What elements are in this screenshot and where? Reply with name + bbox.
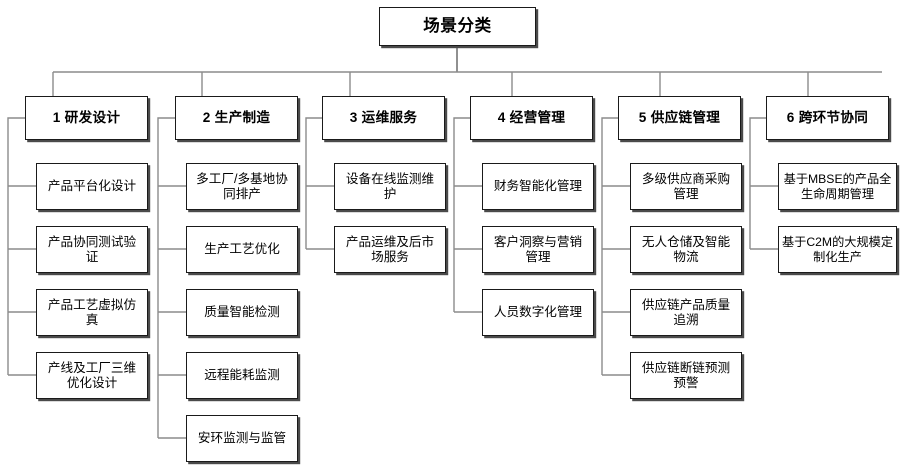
leaf-node-6-2-label: 基于C2M的大规模定制化生产 [781,235,894,264]
column-header-1[interactable]: 1 研发设计 [25,96,148,140]
root-node[interactable]: 场景分类 [379,7,536,46]
leaf-node-1-3-label: 产品工艺虚拟仿真 [47,297,137,327]
leaf-node-4-1[interactable]: 财务智能化管理 [482,163,594,210]
spine-col-2 [157,117,175,438]
leaf-node-4-3-label: 人员数字化管理 [493,305,583,320]
leaf-node-1-1-label: 产品平台化设计 [47,179,137,194]
leaf-node-2-3[interactable]: 质量智能检测 [186,289,298,336]
leaf-node-2-1[interactable]: 多工厂/多基地协同排产 [186,163,298,210]
spine-col-3 [305,117,322,249]
leaf-node-3-1[interactable]: 设备在线监测维护 [334,163,446,210]
leaf-node-1-4-label: 产线及工厂三维优化设计 [47,360,137,390]
leaf-node-4-2[interactable]: 客户洞察与营销管理 [482,226,594,273]
column-header-6[interactable]: 6 跨环节协同 [766,96,889,140]
column-header-2[interactable]: 2 生产制造 [175,96,298,140]
leaf-node-3-2-label: 产品运维及后市场服务 [345,234,435,264]
leaf-node-6-1-label: 基于MBSE的产品全生命周期管理 [783,172,892,201]
leaf-node-2-1-label: 多工厂/多基地协同排产 [196,171,288,201]
leaf-node-6-2[interactable]: 基于C2M的大规模定制化生产 [778,226,897,273]
spine-col-4 [453,117,470,312]
column-header-2-label: 2 生产制造 [202,109,271,125]
leaf-node-4-3[interactable]: 人员数字化管理 [482,289,594,336]
leaf-node-1-4[interactable]: 产线及工厂三维优化设计 [36,352,148,399]
leaf-node-1-1[interactable]: 产品平台化设计 [36,163,148,210]
leaf-node-2-4-label: 远程能耗监测 [204,368,280,383]
leaf-node-5-1-label: 多级供应商采购管理 [641,171,731,201]
leaf-node-2-2[interactable]: 生产工艺优化 [186,226,298,273]
leaf-node-2-4[interactable]: 远程能耗监测 [186,352,298,399]
spine-col-1 [7,117,25,375]
column-header-1-label: 1 研发设计 [52,109,121,125]
leaf-node-5-2[interactable]: 无人仓储及智能物流 [630,226,742,273]
leaf-node-2-3-label: 质量智能检测 [204,305,280,320]
column-header-4-label: 4 经营管理 [497,109,566,125]
column-header-6-label: 6 跨环节协同 [786,109,869,125]
leaf-node-5-4-label: 供应链断链预测预警 [641,360,731,390]
leaf-node-5-1[interactable]: 多级供应商采购管理 [630,163,742,210]
root-node-label: 场景分类 [423,16,492,35]
leaf-node-3-2[interactable]: 产品运维及后市场服务 [334,226,446,273]
column-header-3-label: 3 运维服务 [349,109,418,125]
column-header-3[interactable]: 3 运维服务 [322,96,445,140]
leaf-node-2-2-label: 生产工艺优化 [204,242,280,257]
leaf-node-5-3-label: 供应链产品质量追溯 [641,297,731,327]
spine-col-6 [749,117,766,249]
leaf-node-2-5[interactable]: 安环监测与监管 [186,415,298,462]
leaf-node-1-3[interactable]: 产品工艺虚拟仿真 [36,289,148,336]
leaf-node-5-3[interactable]: 供应链产品质量追溯 [630,289,742,336]
leaf-node-3-1-label: 设备在线监测维护 [345,171,435,201]
leaf-node-2-5-label: 安环监测与监管 [197,431,287,446]
leaf-node-5-2-label: 无人仓储及智能物流 [641,234,731,264]
column-header-4[interactable]: 4 经营管理 [470,96,593,140]
leaf-node-1-2[interactable]: 产品协同测试验证 [36,226,148,273]
leaf-node-5-4[interactable]: 供应链断链预测预警 [630,352,742,399]
leaf-node-6-1[interactable]: 基于MBSE的产品全生命周期管理 [778,163,897,210]
spine-col-5 [601,117,618,375]
column-header-5[interactable]: 5 供应链管理 [618,96,741,140]
column-header-5-label: 5 供应链管理 [638,109,721,125]
leaf-node-4-2-label: 客户洞察与营销管理 [493,234,583,264]
leaf-node-4-1-label: 财务智能化管理 [493,179,583,194]
leaf-node-1-2-label: 产品协同测试验证 [47,234,137,264]
